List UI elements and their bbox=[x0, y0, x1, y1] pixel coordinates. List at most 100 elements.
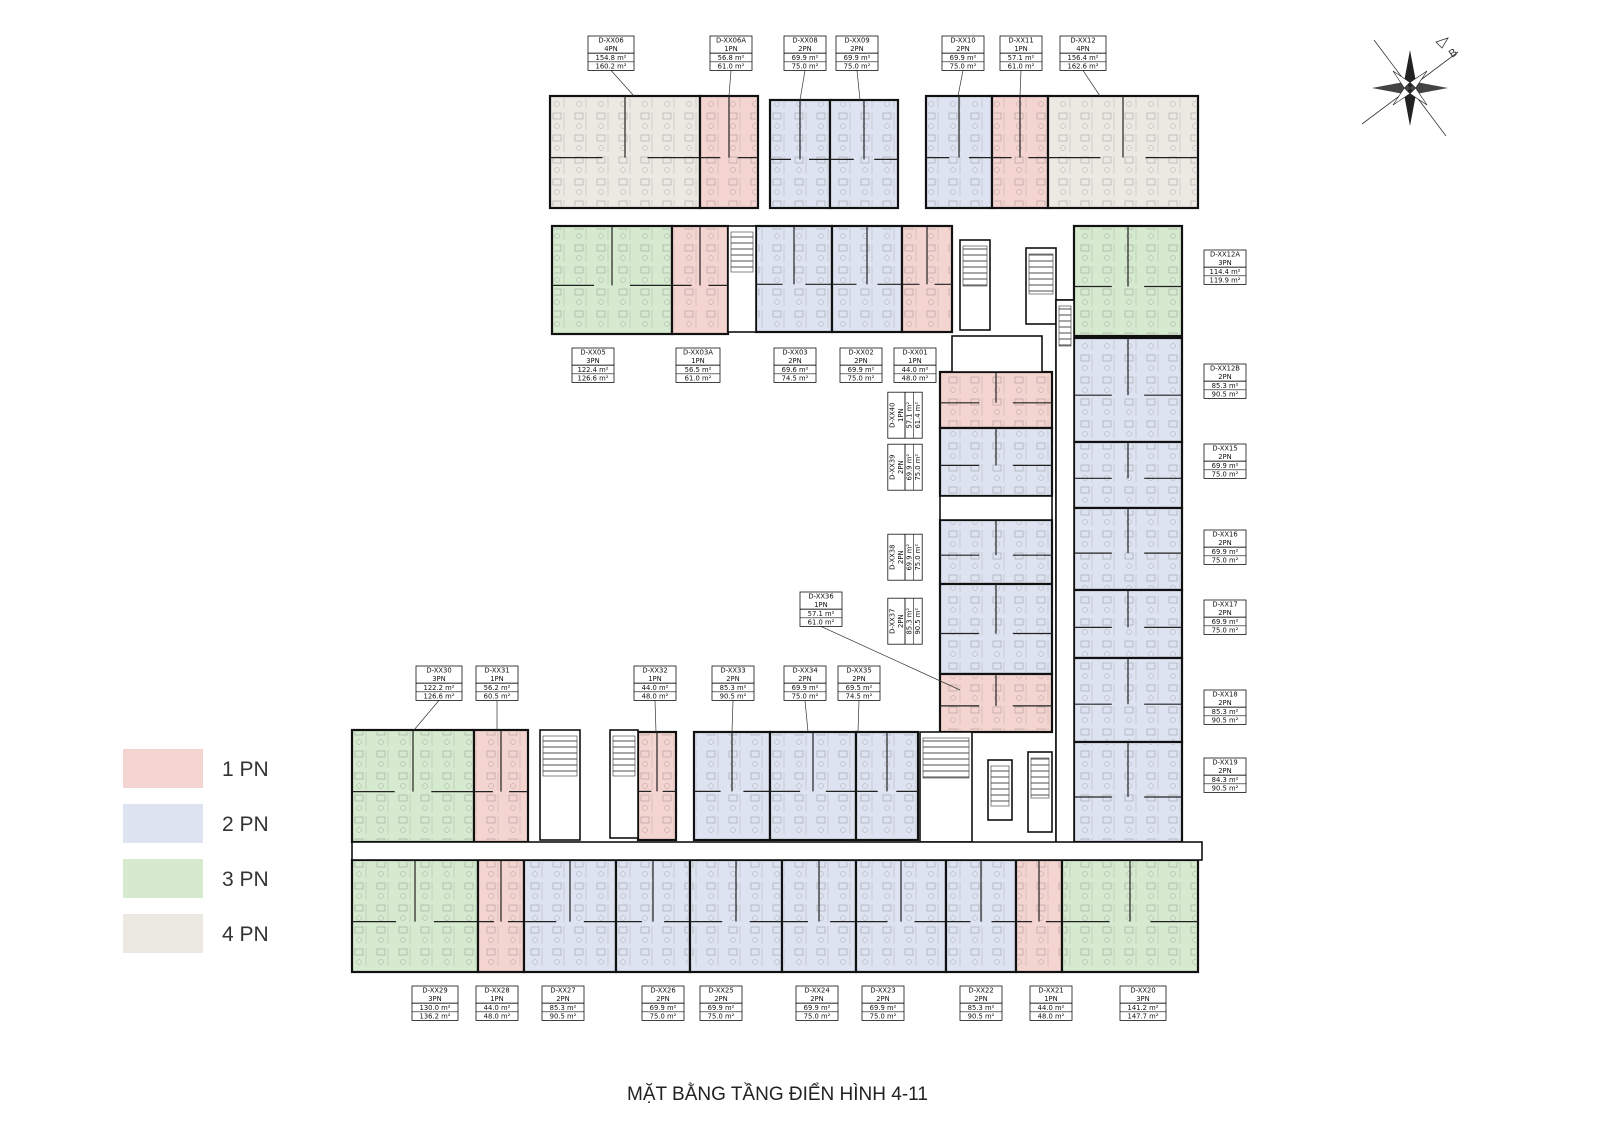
unit-type: 2PN bbox=[897, 460, 905, 474]
unit-code: D-XX10 bbox=[950, 37, 975, 45]
unit-d-xx31 bbox=[472, 728, 530, 844]
unit-code: D-XX25 bbox=[708, 987, 733, 995]
unit-code: D-XX26 bbox=[650, 987, 675, 995]
unit-area-net: 154.8 m² bbox=[596, 54, 627, 62]
unit-d-xx12a bbox=[1072, 224, 1184, 338]
unit-area-net: 85.3 m² bbox=[1212, 382, 1239, 390]
label-leaders bbox=[413, 70, 1101, 733]
unit-area-gross: 61.4 m² bbox=[914, 402, 922, 429]
unit-type: 2PN bbox=[876, 995, 890, 1003]
unit-area-net: 56.8 m² bbox=[718, 54, 745, 62]
unit-type: 2PN bbox=[726, 675, 740, 683]
unit-d-xx26 bbox=[614, 858, 692, 974]
leader-line bbox=[728, 70, 732, 97]
unit-code: D-XX30 bbox=[426, 667, 451, 675]
unit-area-net: 69.9 m² bbox=[792, 54, 819, 62]
unit-area-net: 57.1 m² bbox=[808, 610, 835, 618]
unit-code: D-XX29 bbox=[422, 987, 447, 995]
unit-code: D-XX12B bbox=[1210, 365, 1240, 373]
unit-code: D-XX01 bbox=[902, 349, 927, 357]
unit-d-xx27 bbox=[522, 858, 618, 974]
unit-d-xx29 bbox=[350, 858, 480, 974]
core-block bbox=[727, 225, 757, 333]
unit-area-net: 44.0 m² bbox=[484, 1004, 511, 1012]
unit-d-xx03a bbox=[670, 224, 730, 336]
unit-d-xx24 bbox=[780, 858, 858, 974]
unit-area-gross: 75.0 m² bbox=[804, 1012, 831, 1020]
unit-type: 1PN bbox=[908, 357, 922, 365]
leader-line bbox=[856, 70, 861, 101]
unit-type: 3PN bbox=[428, 995, 442, 1003]
unit-area-net: 69.9 m² bbox=[906, 454, 914, 481]
unit-area-net: 69.9 m² bbox=[1212, 462, 1239, 470]
compass-icon: B bbox=[1361, 37, 1460, 137]
unit-area-net: 141.2 m² bbox=[1128, 1004, 1159, 1012]
leader-line bbox=[799, 70, 806, 101]
unit-d-xx06 bbox=[548, 94, 702, 210]
legend-label-4pn: 4 PN bbox=[222, 923, 269, 946]
unit-type: 1PN bbox=[490, 675, 504, 683]
unit-type: 3PN bbox=[1136, 995, 1150, 1003]
legend-swatch-2pn bbox=[123, 804, 203, 843]
unit-area-gross: 90.5 m² bbox=[1212, 784, 1239, 792]
unit-code: D-XX21 bbox=[1038, 987, 1063, 995]
unit-d-xx03 bbox=[754, 224, 834, 334]
unit-area-net: 156.4 m² bbox=[1068, 54, 1099, 62]
unit-code: D-XX06 bbox=[598, 37, 623, 45]
unit-d-xx39 bbox=[938, 426, 1054, 498]
unit-code: D-XX36 bbox=[808, 593, 833, 601]
leader-line bbox=[1082, 70, 1101, 97]
page-title: MẶT BẰNG TẦNG ĐIỂN HÌNH 4-11 bbox=[627, 1083, 928, 1105]
unit-area-gross: 75.0 m² bbox=[848, 374, 875, 382]
unit-type: 2PN bbox=[798, 675, 812, 683]
unit-area-net: 122.4 m² bbox=[578, 366, 609, 374]
legend-label-2pn: 2 PN bbox=[222, 813, 269, 836]
unit-d-xx25 bbox=[688, 858, 784, 974]
leader-line bbox=[731, 700, 734, 733]
unit-code: D-XX32 bbox=[642, 667, 667, 675]
unit-code: D-XX03A bbox=[683, 349, 713, 357]
legend-swatch-4pn bbox=[123, 914, 203, 953]
unit-area-gross: 60.5 m² bbox=[484, 692, 511, 700]
unit-type: 2PN bbox=[556, 995, 570, 1003]
unit-type: 2PN bbox=[852, 675, 866, 683]
unit-d-xx34 bbox=[768, 730, 858, 842]
unit-area-net: 122.2 m² bbox=[424, 684, 455, 692]
unit-area-net: 69.9 m² bbox=[1212, 548, 1239, 556]
unit-area-net: 69.9 m² bbox=[906, 544, 914, 571]
leader-line bbox=[857, 700, 860, 733]
unit-code: D-XX31 bbox=[484, 667, 509, 675]
unit-d-xx19 bbox=[1072, 740, 1184, 844]
unit-area-net: 56.5 m² bbox=[685, 366, 712, 374]
unit-code: D-XX16 bbox=[1212, 531, 1237, 539]
unit-code: D-XX24 bbox=[804, 987, 829, 995]
legend-label-1pn: 1 PN bbox=[222, 758, 269, 781]
unit-area-gross: 48.0 m² bbox=[642, 692, 669, 700]
unit-type: 3PN bbox=[432, 675, 446, 683]
unit-code: D-XX34 bbox=[792, 667, 817, 675]
unit-d-xx32 bbox=[636, 730, 678, 842]
unit-type: 1PN bbox=[814, 601, 828, 609]
unit-code: D-XX40 bbox=[888, 403, 896, 428]
leader-line bbox=[610, 70, 635, 97]
unit-type: 2PN bbox=[656, 995, 670, 1003]
unit-code: D-XX20 bbox=[1130, 987, 1155, 995]
unit-area-net: 85.3 m² bbox=[968, 1004, 995, 1012]
unit-type: 2PN bbox=[850, 45, 864, 53]
core-block bbox=[951, 335, 1043, 373]
unit-code: D-XX12A bbox=[1210, 251, 1240, 259]
unit-d-xx33 bbox=[692, 730, 772, 842]
